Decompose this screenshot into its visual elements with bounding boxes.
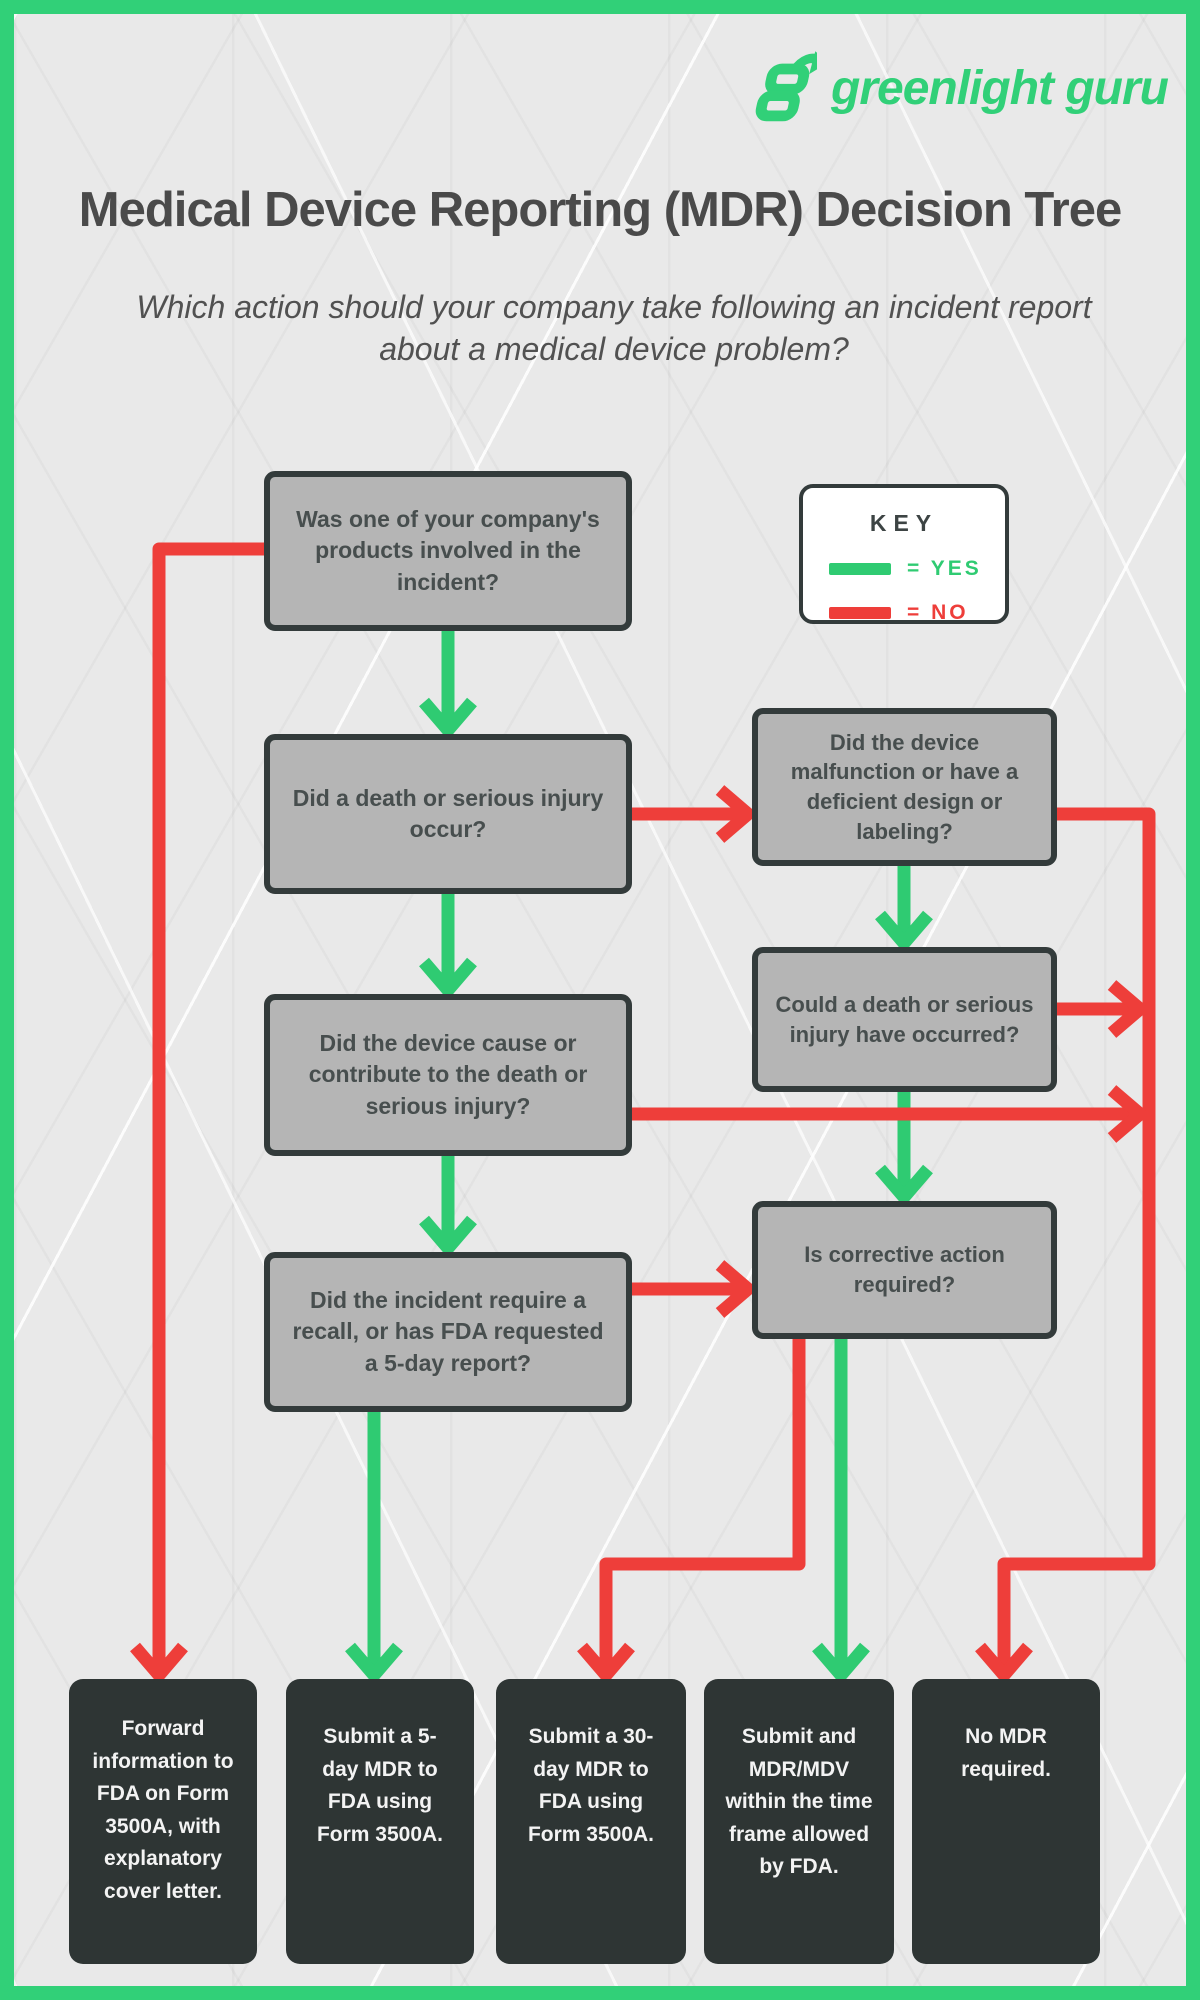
key-legend: KEY = YES = NO bbox=[799, 484, 1009, 624]
yes-arrow-swatch bbox=[829, 563, 891, 575]
brand-logo: greenlight guru bbox=[747, 50, 1169, 126]
arrow-yes-q4-q6 bbox=[875, 1092, 933, 1204]
arrow-no-q7-q6 bbox=[632, 1260, 755, 1318]
no-arrow-swatch bbox=[829, 607, 891, 619]
question-box-recall-5day: Did the incident require a recall, or ha… bbox=[264, 1252, 632, 1412]
arrow-yes-q5-q7 bbox=[419, 1156, 477, 1255]
arrow-yes-q7-o2 bbox=[345, 1412, 403, 1682]
outcome-box-forward-3500a: Forward information to FDA on Form 3500A… bbox=[69, 1679, 257, 1964]
outcome-box-30day-mdr: Submit a 30-day MDR to FDA using Form 35… bbox=[496, 1679, 686, 1964]
arrow-yes-q6-o4 bbox=[812, 1339, 870, 1682]
page-title: Medical Device Reporting (MDR) Decision … bbox=[78, 183, 1122, 237]
greenlight-guru-g-icon bbox=[755, 51, 817, 122]
question-box-products-involved: Was one of your company's products invol… bbox=[264, 471, 632, 631]
page-subtitle: Which action should your company take fo… bbox=[136, 289, 1092, 368]
key-row-no: = NO bbox=[829, 601, 1005, 625]
question-box-death-injury: Did a death or serious injury occur? bbox=[264, 734, 632, 894]
key-title: KEY bbox=[869, 510, 939, 536]
key-no-label: = NO bbox=[907, 601, 969, 624]
key-yes-label: = YES bbox=[907, 557, 982, 580]
outcome-box-5day-mdr: Submit a 5-day MDR to FDA using Form 350… bbox=[286, 1679, 474, 1964]
arrow-no-q1-o1 bbox=[130, 542, 264, 1682]
brand-wordmark: greenlight guru bbox=[831, 61, 1169, 115]
key-row-yes: = YES bbox=[829, 557, 1005, 581]
question-box-malfunction: Did the device malfunction or have a def… bbox=[752, 708, 1057, 866]
outcome-box-no-mdr: No MDR required. bbox=[912, 1679, 1100, 1964]
arrow-yes-q3-q4 bbox=[875, 866, 933, 950]
question-box-corrective-action: Is corrective action required? bbox=[752, 1201, 1057, 1339]
question-box-could-injury: Could a death or serious injury have occ… bbox=[752, 947, 1057, 1092]
arrow-yes-q1-q2 bbox=[419, 631, 477, 737]
arrow-no-q5-o5 bbox=[632, 1085, 1147, 1143]
arrow-no-q4-o5 bbox=[1057, 980, 1147, 1038]
arrow-no-q2-q3 bbox=[632, 785, 755, 843]
outcome-box-mdr-mdv-timeframe: Submit and MDR/MDV within the time frame… bbox=[704, 1679, 894, 1964]
question-box-cause-contribute: Did the device cause or contribute to th… bbox=[264, 994, 632, 1156]
arrow-yes-q2-q5 bbox=[419, 894, 477, 997]
